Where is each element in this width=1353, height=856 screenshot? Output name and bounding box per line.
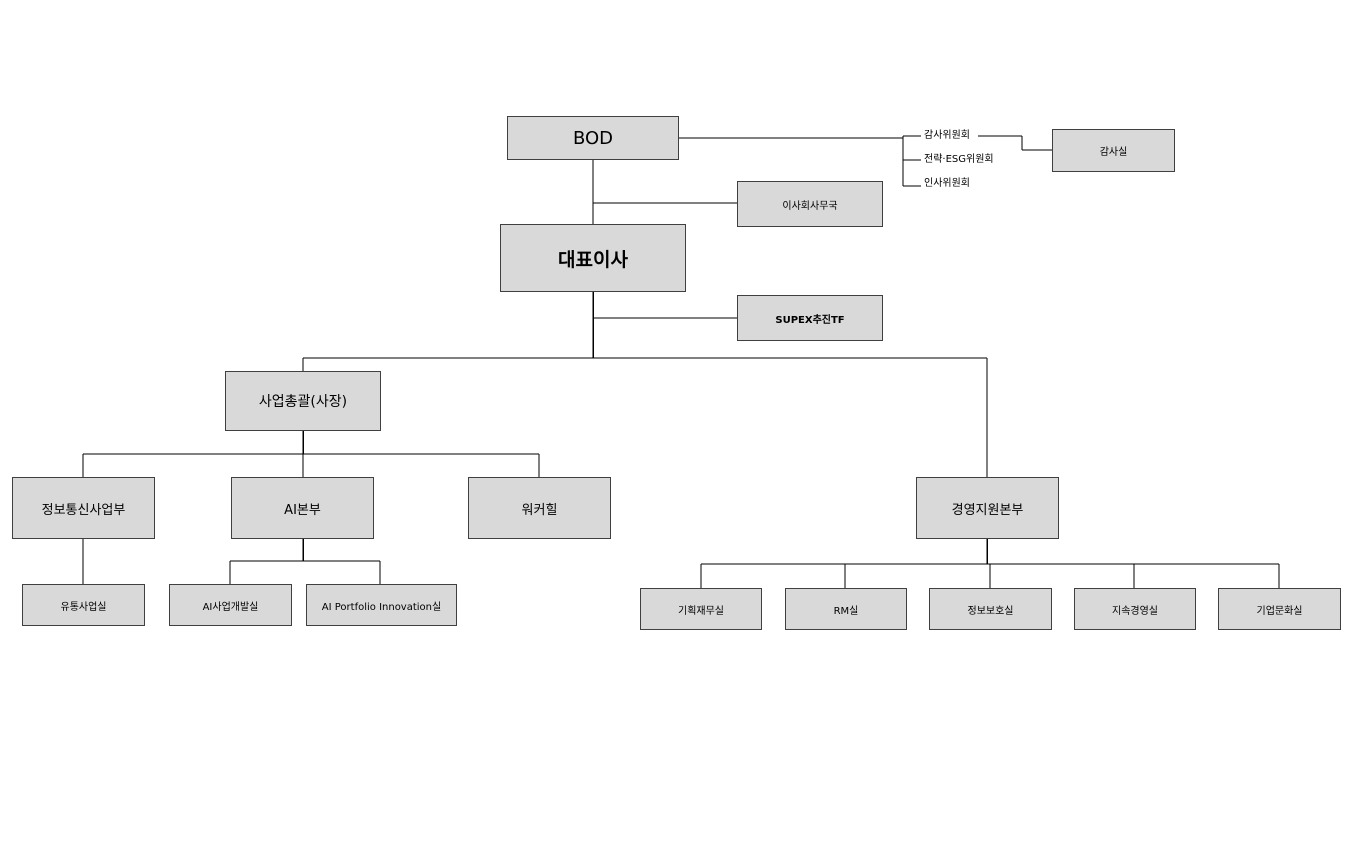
- node-audit-office: 감사실: [1052, 129, 1175, 172]
- node-rm-office: RM실: [785, 588, 907, 630]
- node-ai-business-dev: AI사업개발실: [169, 584, 292, 626]
- committee-hr: 인사위원회: [924, 178, 970, 189]
- node-business-head: 사업총괄(사장): [225, 371, 381, 431]
- committee-audit: 감사위원회: [924, 130, 970, 141]
- node-label: 사업총괄(사장): [258, 394, 348, 410]
- node-planning-finance: 기획재무실: [640, 588, 762, 630]
- node-label: 정보통신사업부: [41, 502, 126, 518]
- node-ai-portfolio-innovation: AI Portfolio Innovation실: [306, 584, 457, 626]
- node-management-support: 경영지원본부: [916, 477, 1059, 539]
- node-label: 이사회사무국: [782, 200, 838, 212]
- node-label: 워커힐: [521, 502, 558, 518]
- node-label: RM실: [833, 605, 859, 617]
- node-label: AI Portfolio Innovation실: [321, 601, 442, 613]
- node-info-security: 정보보호실: [929, 588, 1052, 630]
- node-ceo: 대표이사: [500, 224, 686, 292]
- node-label: 기획재무실: [678, 605, 724, 617]
- node-label: BOD: [572, 127, 614, 149]
- node-label: AI본부: [284, 502, 321, 518]
- node-ai-division: AI본부: [231, 477, 374, 539]
- committee-strategy-esg: 전략·ESG위원회: [924, 154, 994, 165]
- node-label: SUPEX추진TF: [775, 314, 845, 326]
- node-label: 경영지원본부: [951, 502, 1024, 518]
- node-ict-business: 정보통신사업부: [12, 477, 155, 539]
- node-label: 감사실: [1099, 147, 1128, 158]
- node-label: 기업문화실: [1256, 605, 1303, 617]
- node-label: 대표이사: [558, 248, 628, 271]
- node-label: 지속경영실: [1112, 605, 1158, 617]
- node-sustainability: 지속경영실: [1074, 588, 1196, 630]
- node-corporate-culture: 기업문화실: [1218, 588, 1341, 630]
- node-label: 유통사업실: [60, 601, 107, 613]
- node-bod: BOD: [507, 116, 679, 160]
- node-supex-tf: SUPEX추진TF: [737, 295, 883, 341]
- node-distribution-office: 유통사업실: [22, 584, 145, 626]
- node-board-secretariat: 이사회사무국: [737, 181, 883, 227]
- node-worker-heal: 워커힐: [468, 477, 611, 539]
- node-label: 정보보호실: [967, 605, 1014, 617]
- node-label: AI사업개발실: [202, 601, 259, 613]
